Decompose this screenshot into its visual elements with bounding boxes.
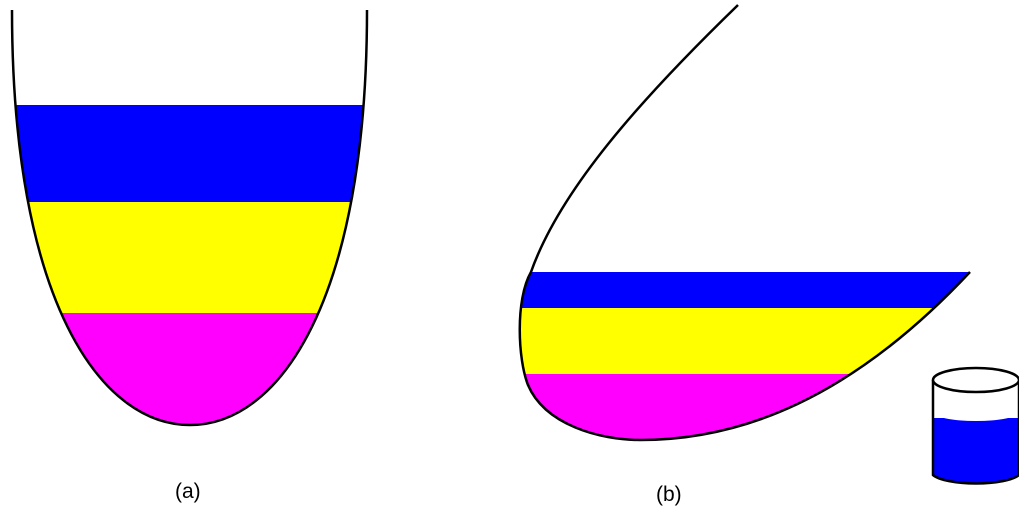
cup-liquid-surface	[933, 403, 1019, 421]
panel-b-container-outline	[518, 4, 971, 442]
panel-b-bottom-layer	[519, 374, 970, 440]
panel-b-middle-layer	[519, 308, 970, 374]
panel-a-container-outline	[10, 9, 369, 427]
panel-a	[10, 9, 369, 427]
cup-liquid	[933, 418, 1019, 484]
panel-b	[518, 4, 971, 442]
cup-rim	[931, 366, 1019, 394]
panel-a-middle-layer	[12, 202, 367, 313]
caption-a: (a)	[175, 480, 201, 503]
panel-a-top-layer	[12, 105, 367, 202]
cup-body-outline	[931, 380, 1019, 485]
panel-b-top-layer	[519, 272, 970, 308]
panel-a-bottom-layer	[12, 313, 367, 425]
caption-b: (b)	[656, 483, 682, 506]
cup	[931, 366, 1019, 485]
